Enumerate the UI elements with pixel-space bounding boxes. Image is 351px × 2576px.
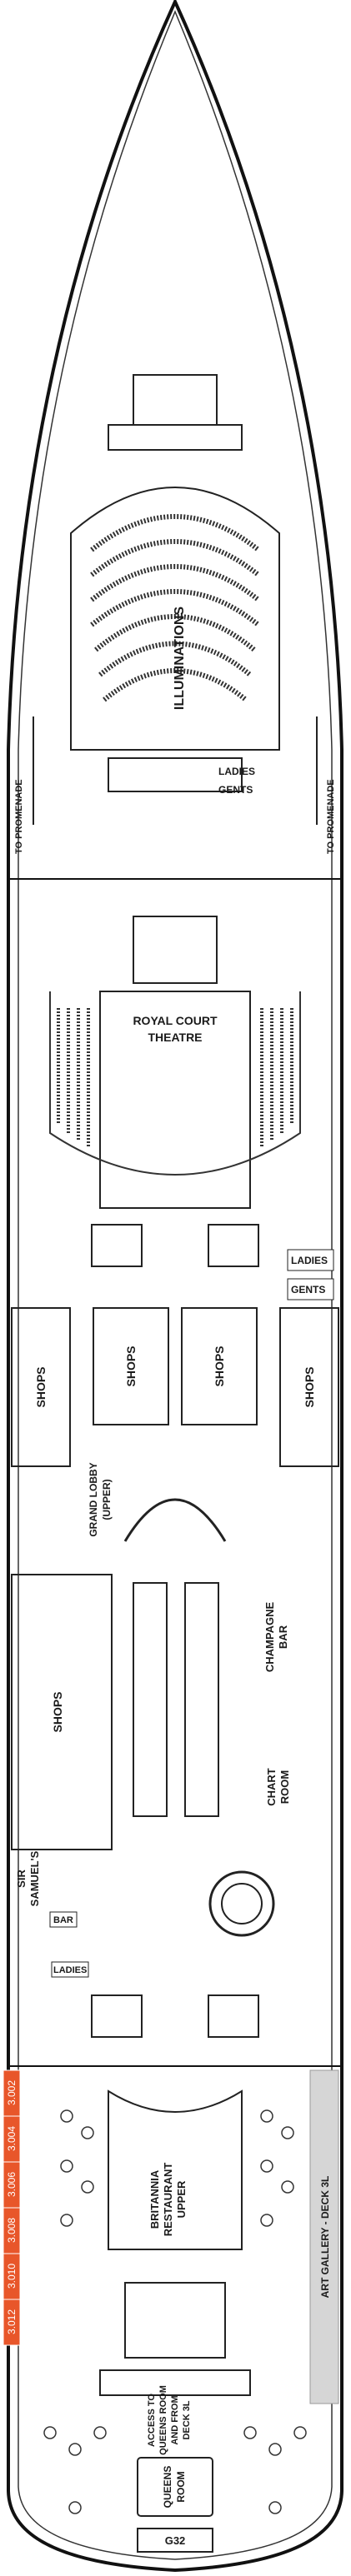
to-promenade-right-label: TO PROMENADE <box>326 779 336 854</box>
britannia-label-2: RESTAURANT <box>162 2163 174 2237</box>
chart-room-label-2: ROOM <box>278 1770 291 1804</box>
cabin-3008-label: 3.008 <box>6 2218 18 2243</box>
queens-room[interactable] <box>137 2457 213 2517</box>
access-label-4: DECK 3L <box>182 2400 192 2439</box>
illuminations-label: ILLUMINATIONS <box>173 607 187 710</box>
art-gallery-label: ART GALLERY - DECK 3L <box>319 2176 331 2299</box>
shops-label-5: SHOPS <box>51 1691 64 1732</box>
britannia-label-1: BRITANNIA <box>148 2169 161 2229</box>
ladies-mid-label: LADIES <box>291 1255 328 1266</box>
bar-label: BAR <box>53 1915 73 1925</box>
royal-court-label-1: ROYAL COURT <box>133 1014 218 1027</box>
royal-court-theatre[interactable] <box>49 991 301 1209</box>
grand-lobby-label-1: GRAND LOBBY <box>88 1462 99 1536</box>
cabin-3006-label: 3.006 <box>6 2172 18 2197</box>
shops-lower[interactable] <box>11 1574 113 1850</box>
hull-outline <box>7 0 343 2573</box>
queens-room-label-1: QUEENS <box>162 2466 173 2509</box>
g32-label: G32 <box>165 2534 186 2547</box>
britannia-label-3: UPPER <box>175 2180 188 2218</box>
champagne-label-2: BAR <box>277 1625 289 1649</box>
access-label-2: QUEENS ROOM <box>158 2385 168 2455</box>
cabin-3012-label: 3.012 <box>6 2309 18 2334</box>
shops-label-3: SHOPS <box>213 1345 226 1386</box>
access-label-3: AND FROM <box>170 2395 180 2444</box>
grand-lobby[interactable] <box>123 1498 227 1542</box>
gents-fwd-label: GENTS <box>218 784 253 796</box>
britannia-restaurant[interactable] <box>108 2089 243 2359</box>
cabin-3002-label: 3.002 <box>6 2080 18 2105</box>
cabin-3010-label: 3.010 <box>6 2264 18 2289</box>
cabin-3012[interactable] <box>3 2299 21 2346</box>
ladies-fwd-label: LADIES <box>218 766 255 777</box>
shops-label-4: SHOPS <box>303 1366 316 1407</box>
shops-label-1: SHOPS <box>34 1366 48 1407</box>
tables-pattern <box>43 2109 307 2514</box>
queens-room-label-2: ROOM <box>175 2471 187 2502</box>
royal-court-label-2: THEATRE <box>148 1031 202 1044</box>
grand-lobby-label-2: (UPPER) <box>101 1479 113 1520</box>
access-label-1: ACCESS TO <box>147 2394 157 2447</box>
gents-mid-label: GENTS <box>291 1284 325 1295</box>
to-promenade-left-label: TO PROMENADE <box>14 779 24 854</box>
cabin-block <box>3 2069 21 2346</box>
cabin-3004-label: 3.004 <box>6 2126 18 2151</box>
shops-row[interactable] <box>11 1307 339 1467</box>
ladies-aft-label: LADIES <box>53 1965 87 1975</box>
chart-room-label-1: CHART <box>265 1768 278 1806</box>
art-gallery[interactable] <box>309 2069 339 2404</box>
champagne-label-1: CHAMPAGNE <box>263 1602 276 1673</box>
g32-room[interactable] <box>137 2528 213 2553</box>
sir-samuels-label-2: SAMUEL'S <box>28 1850 41 1906</box>
illuminations-area[interactable] <box>33 374 318 825</box>
shops-label-2: SHOPS <box>124 1345 138 1386</box>
sir-samuels-label-1: SIR <box>15 1870 28 1888</box>
